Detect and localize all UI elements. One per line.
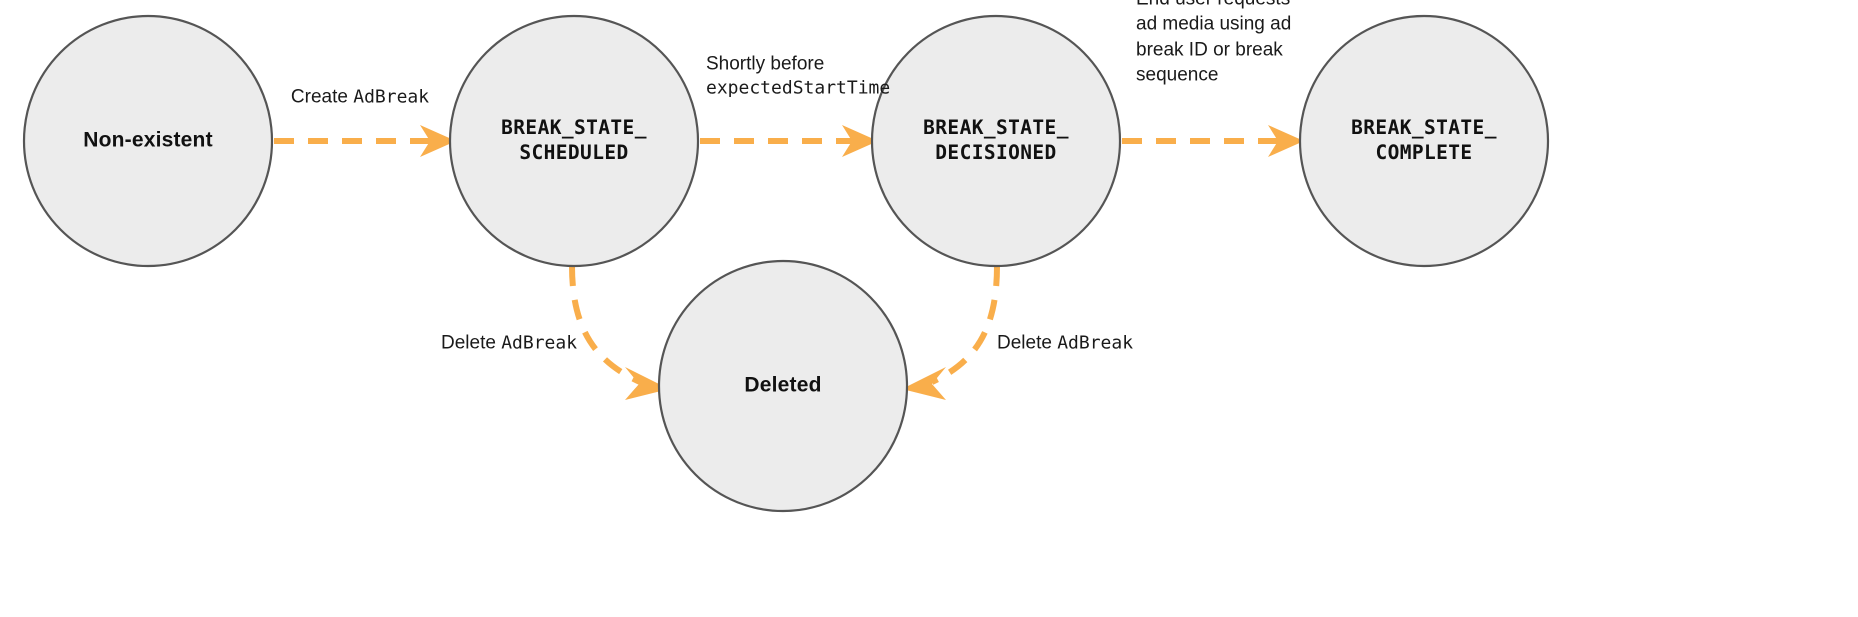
state-node-break-state-complete[interactable]	[1298, 14, 1550, 268]
edge-delete-adbreak-from-scheduled	[569, 265, 669, 400]
arrow-head-icon	[420, 125, 456, 157]
state-node-non-existent[interactable]	[22, 14, 274, 268]
arrow-head-icon	[842, 125, 878, 157]
edge-line	[569, 265, 642, 385]
edge-end-user-requests-ad-media	[1122, 125, 1304, 157]
edge-create-adbreak	[274, 125, 456, 157]
edge-delete-adbreak-from-decisioned	[902, 265, 1000, 400]
state-node-break-state-decisioned[interactable]	[870, 14, 1122, 268]
arrow-head-icon	[1268, 125, 1304, 157]
edge-line	[930, 265, 1000, 385]
edge-shortly-before-expected-start-time	[700, 125, 878, 157]
state-node-deleted[interactable]	[657, 259, 909, 513]
arrow-head-icon	[902, 367, 946, 400]
arrow-head-icon	[625, 367, 669, 400]
state-node-break-state-scheduled[interactable]	[448, 14, 700, 268]
